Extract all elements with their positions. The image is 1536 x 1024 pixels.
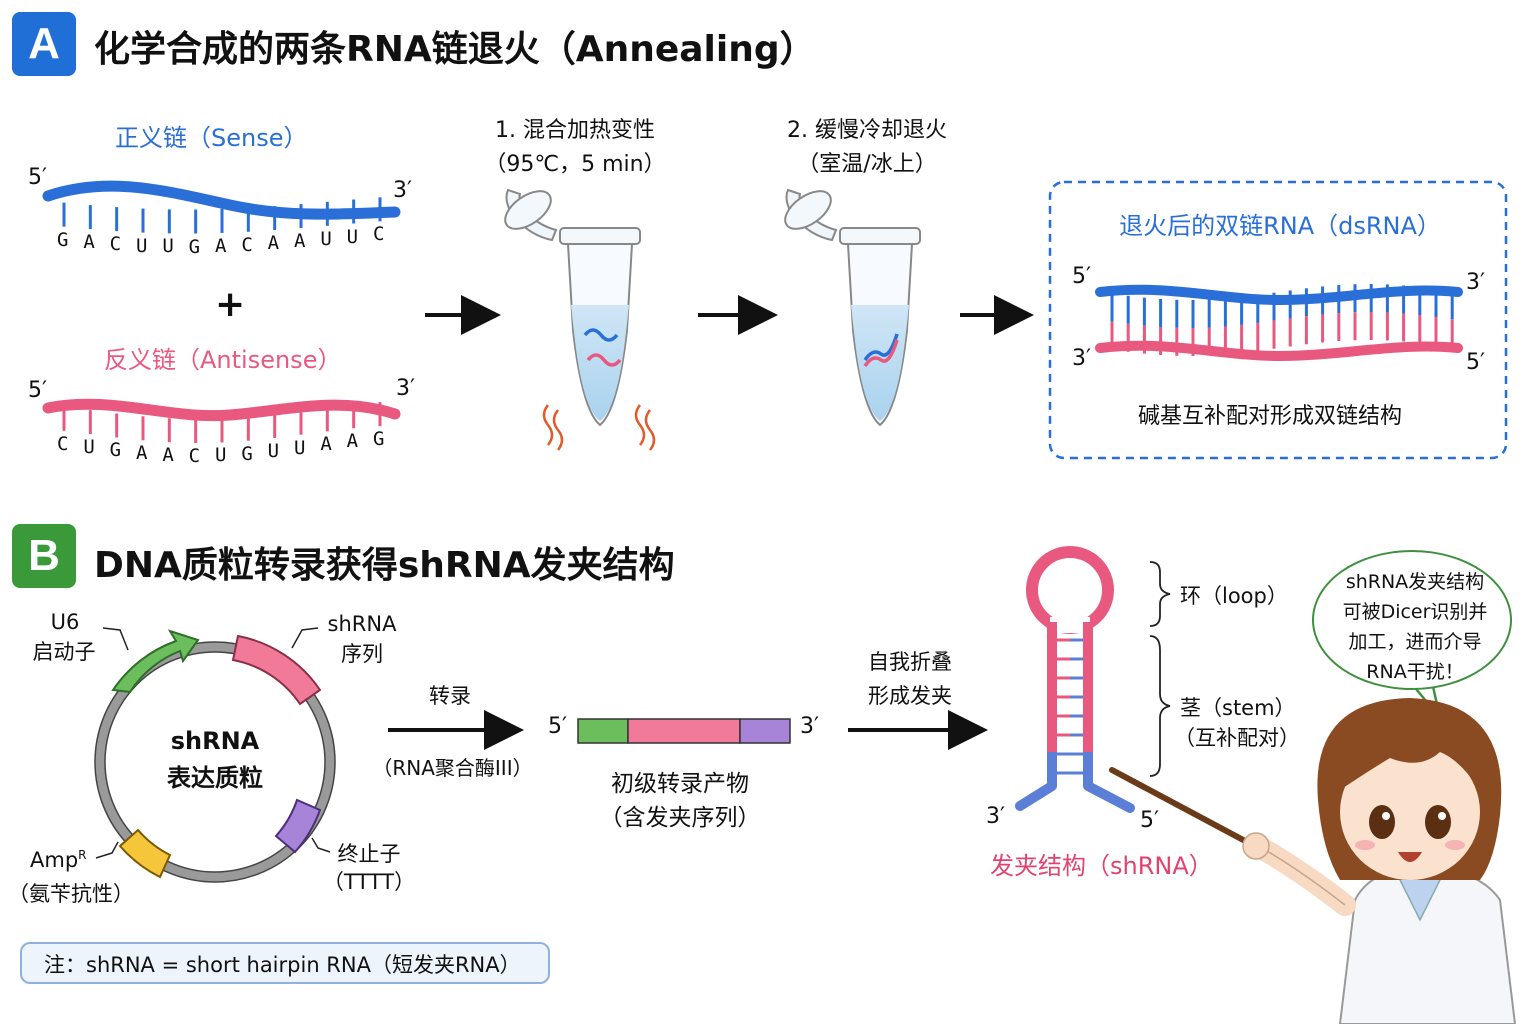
footnote: 注：shRNA = short hairpin RNA（短发夹RNA） — [20, 942, 550, 984]
sense-5-end: 5′ — [28, 165, 47, 190]
panel-b-title: DNA质粒转录获得shRNA发夹结构 — [94, 545, 675, 586]
antisense-3-end: 3′ — [396, 376, 415, 401]
antisense-base-letter: C — [57, 432, 69, 455]
bubble-line-4: RNA干扰！ — [1366, 661, 1464, 683]
step2-label: 2. 缓慢冷却退火 — [787, 118, 947, 143]
hairpin-3-end: 3′ — [986, 804, 1005, 829]
hairpin-caption: 发夹结构（shRNA） — [990, 852, 1213, 880]
dsrna-bottom-5-end: 5′ — [1466, 350, 1485, 375]
step1-label: 1. 混合加热变性 — [495, 118, 655, 143]
ampr-sup: R — [78, 848, 87, 862]
terminator-seq: （TTTT） — [322, 870, 416, 894]
dsrna-caption: 碱基互补配对形成双链结构 — [1137, 404, 1402, 429]
plasmid-diagram — [94, 627, 336, 883]
dsrna-box — [1048, 180, 1508, 460]
sense-label: 正义链（Sense） — [115, 124, 308, 152]
plasmid-name-line2: 表达质粒 — [167, 764, 263, 792]
stem-pairing-label: （互补配对） — [1174, 726, 1300, 750]
primary-transcript — [577, 718, 791, 744]
antisense-base-letter: A — [162, 444, 174, 467]
fold-label-2: 形成发夹 — [868, 684, 952, 708]
speech-bubble — [1312, 550, 1512, 690]
pointer-stick — [1109, 767, 1265, 853]
step1-condition: （95℃，5 min） — [484, 152, 666, 177]
bubble-line-3: 加工，进而介导 — [1348, 631, 1482, 653]
antisense-base-letter: C — [188, 444, 201, 467]
heating-tube-icon — [504, 188, 656, 451]
transcript-sublabel: （含发夹序列） — [599, 805, 761, 831]
antisense-base-letter: U — [215, 444, 227, 467]
antisense-base-letter: A — [136, 442, 148, 465]
bubble-line-1: shRNA发夹结构 — [1345, 571, 1485, 593]
antisense-strand — [42, 398, 401, 443]
panel-a-badge: A — [12, 12, 76, 76]
antisense-base-letter: G — [109, 439, 122, 462]
loop-label: 环（loop） — [1180, 584, 1288, 608]
antisense-base-letter: A — [320, 433, 332, 456]
hairpin-5-end: 5′ — [1140, 808, 1159, 833]
antisense-base-letter: G — [241, 442, 253, 465]
sense-base-letter: U — [136, 234, 148, 257]
dsrna-top-5-end: 5′ — [1072, 264, 1091, 289]
sense-base-letter: C — [373, 223, 385, 246]
ampr-label: AmpR — [30, 848, 87, 872]
dsrna-top-3-end: 3′ — [1466, 270, 1485, 295]
plus-sign: + — [215, 284, 246, 325]
shrna-seq-label: shRNA — [327, 612, 397, 636]
u6-promoter-label: 启动子 — [32, 640, 96, 664]
sense-base-letter: U — [346, 225, 359, 248]
u6-label: U6 — [50, 610, 80, 634]
transcript-3-end: 3′ — [800, 714, 819, 739]
sense-base-letter: C — [109, 233, 122, 256]
antisense-base-letter: U — [294, 436, 306, 459]
panel-b-badge: B — [12, 524, 76, 588]
antisense-label: 反义链（Antisense） — [104, 346, 342, 374]
fold-label: 自我折叠 — [868, 650, 952, 674]
antisense-base-letter: U — [267, 439, 280, 462]
hairpin-structure — [1015, 546, 1171, 813]
cooling-tube-icon — [784, 188, 921, 427]
dsrna-bottom-3-end: 3′ — [1072, 346, 1091, 371]
ampr-desc: （氨苄抗性） — [8, 882, 134, 906]
stem-label: 茎（stem） — [1180, 696, 1296, 720]
sense-base-letter: C — [241, 233, 253, 256]
speech-bubble-text: shRNA发夹结构 可被Dicer识别并 加工，进而介导 RNA干扰！ — [1330, 567, 1500, 687]
sense-base-letter: A — [267, 232, 280, 255]
antisense-base-letter: U — [83, 436, 95, 459]
shrna-seq-label-2: 序列 — [341, 642, 383, 666]
transcribe-label: 转录 — [429, 684, 471, 708]
plasmid-name-line1: shRNA — [170, 727, 260, 755]
transcribe-enzyme: （RNA聚合酶III） — [372, 756, 533, 780]
sense-base-letter: U — [320, 227, 332, 250]
antisense-base-letter: A — [346, 430, 359, 453]
sense-base-letter: A — [294, 230, 306, 253]
sense-base-letter: U — [162, 235, 174, 258]
transcript-label: 初级转录产物 — [611, 771, 749, 797]
panel-a-title: 化学合成的两条RNA链退火（Annealing） — [94, 29, 816, 70]
antisense-5-end: 5′ — [28, 378, 47, 403]
sense-base-letter: G — [57, 228, 69, 251]
sense-base-letter: G — [188, 235, 201, 258]
dsrna-title: 退火后的双链RNA（dsRNA） — [1119, 212, 1441, 240]
ampr-text: Amp — [30, 848, 79, 872]
antisense-base-letter: G — [373, 428, 385, 451]
transcript-5-end: 5′ — [548, 714, 567, 739]
sense-3-end: 3′ — [393, 178, 412, 203]
terminator-label: 终止子 — [337, 842, 401, 866]
sense-base-letter: A — [83, 231, 95, 254]
bubble-line-2: 可被Dicer识别并 — [1342, 601, 1488, 623]
scientist-character-icon — [1242, 698, 1517, 1024]
step2-condition: （室温/冰上） — [797, 152, 937, 177]
sense-strand — [42, 180, 401, 234]
dsrna-duplex — [1095, 284, 1463, 362]
sense-base-letter: A — [215, 234, 227, 257]
